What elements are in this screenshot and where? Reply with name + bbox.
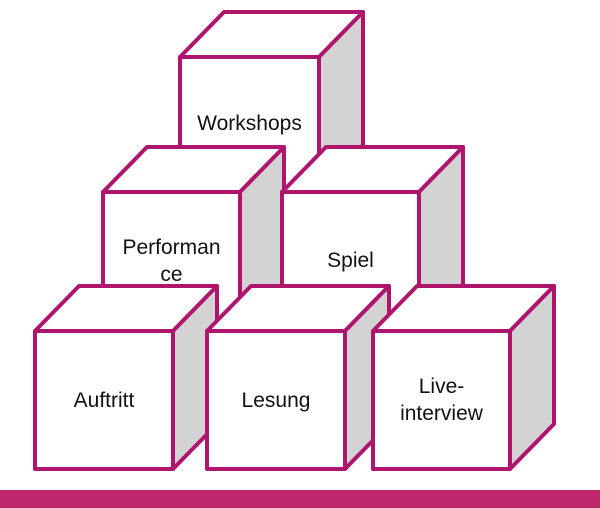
- block-label-lesung: Lesung: [241, 388, 311, 412]
- block-label-spiel: Spiel: [327, 249, 374, 272]
- block-label-performance: Performan ce: [122, 235, 221, 286]
- cube-face-liveinterview: [371, 329, 512, 471]
- block-label-workshops: Workshops: [197, 112, 302, 135]
- cube-face-auftritt: [33, 329, 175, 471]
- cube-face-lesung: [205, 329, 347, 471]
- block-label-auftritt: Auftritt: [73, 388, 135, 412]
- block-label-liveinterview: Live- interview: [400, 375, 483, 425]
- footer-bar: [0, 490, 600, 508]
